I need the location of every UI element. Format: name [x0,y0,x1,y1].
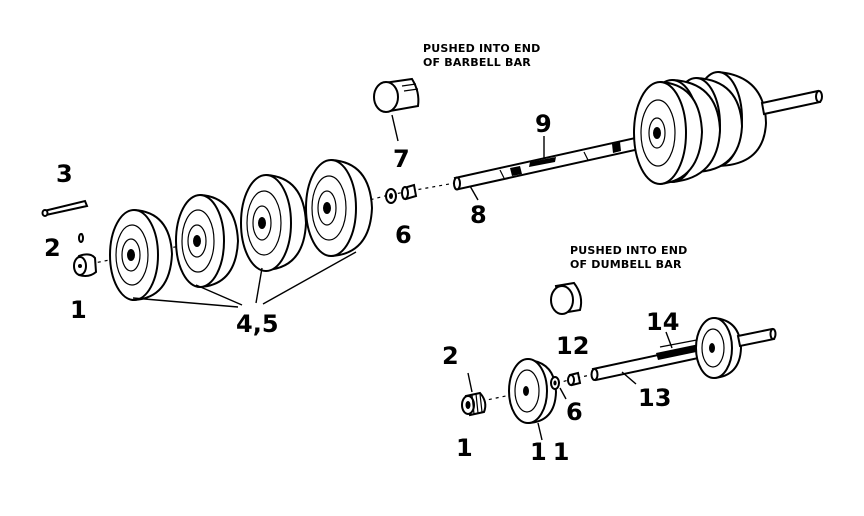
part-11-dumbell-plate [508,358,558,424]
note-barbell-line1: PUSHED INTO END [423,42,540,55]
label-6-bottom: 6 [566,398,583,426]
leader-8 [469,185,479,201]
part-3-pin [41,199,89,217]
dumbell-assembled-plate [695,317,743,379]
part-14-handle-knurl [656,338,706,360]
note-dumbell-line2: OF DUMBELL BAR [570,258,682,271]
note-dumbell-line1: PUSHED INTO END [570,244,687,257]
leader-14 [665,331,673,349]
part-6-washer-top [385,188,397,204]
weight-plate-4 [305,159,374,257]
label-4-5: 4,5 [236,310,279,338]
part-2-clip-left [78,232,84,243]
part-1-collar-left [73,253,98,277]
part-2-clip-right [467,372,473,393]
weight-plate-3 [240,174,308,272]
label-6-top: 6 [395,221,412,249]
label-1-right: 1 [456,434,473,462]
dumbell-bar-right-end [736,327,777,348]
label-2-left: 2 [44,234,61,262]
label-2-right: 2 [442,342,459,370]
leader-7 [391,114,399,142]
part-7-insert [401,183,418,201]
part-8-barbell-bar [453,135,646,191]
barbell-end-cap [373,77,420,113]
note-barbell-line2: OF BARBELL BAR [423,56,531,69]
weight-plate-1 [109,209,174,301]
label-3: 3 [56,160,73,188]
dumbell-end-cap [550,281,583,315]
barbell-assembled-plates [633,71,768,185]
label-11: 11 [530,438,575,466]
part-1-collar-right [461,391,487,417]
label-13: 13 [638,384,671,412]
leader-13 [621,371,637,385]
leader-6-bottom [559,387,567,400]
barbell-bar-right-end [760,89,823,116]
label-8: 8 [470,201,487,229]
label-9: 9 [535,110,552,138]
label-7: 7 [393,145,410,173]
weight-plate-2 [175,194,240,288]
label-12: 12 [556,332,589,360]
leader-lines-4-5 [132,251,357,308]
leader-11 [537,422,543,441]
part-12-insert [567,371,582,387]
label-1-left: 1 [70,296,87,324]
part-6-washer-bottom [550,376,560,390]
label-14: 14 [646,308,679,336]
